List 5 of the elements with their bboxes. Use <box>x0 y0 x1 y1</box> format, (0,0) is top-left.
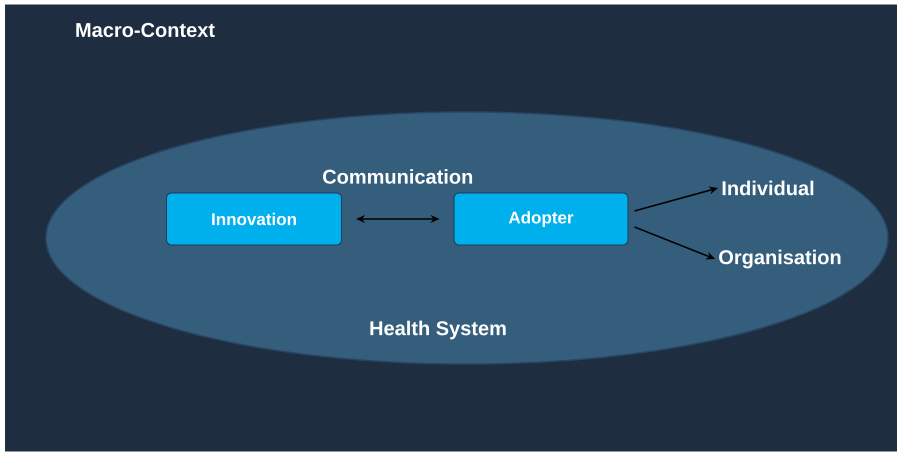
outcome-label: Organisation <box>719 250 840 268</box>
process-box: Adopter <box>454 192 628 246</box>
edge-label: Communication <box>321 168 474 185</box>
outcome-label: Individual <box>722 180 814 196</box>
process-box: Innovation <box>166 192 342 246</box>
